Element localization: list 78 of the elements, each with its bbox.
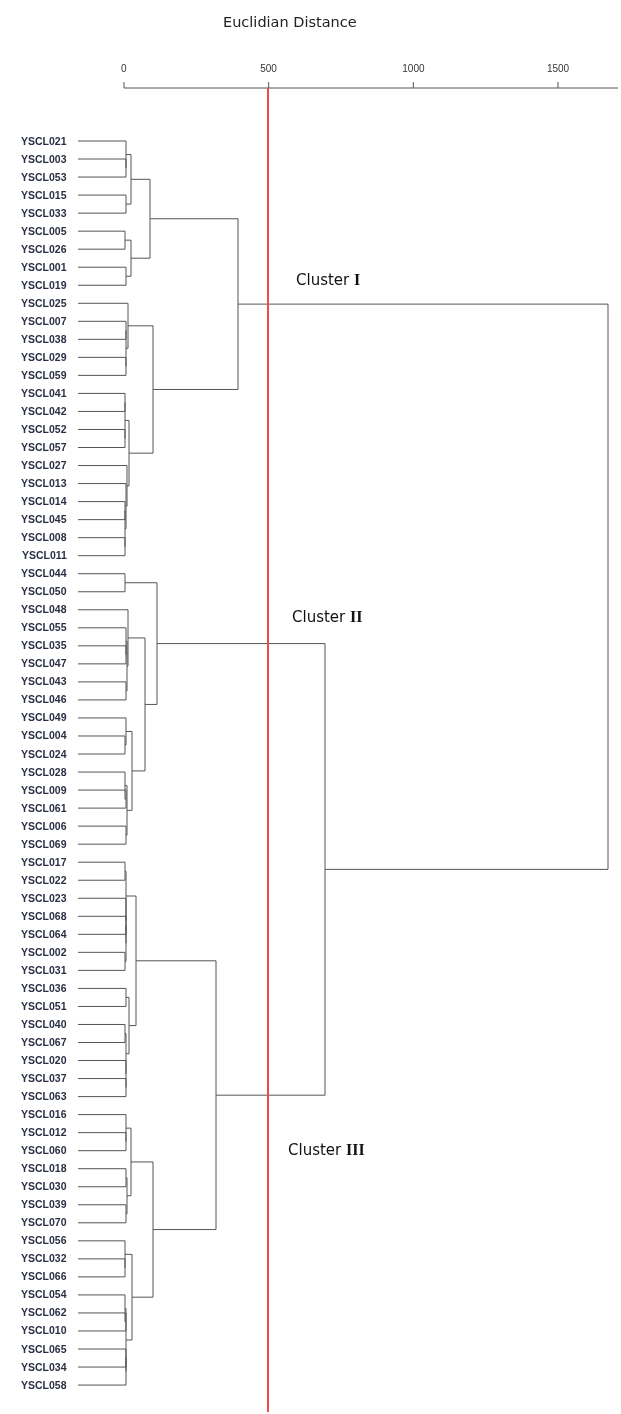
leaf-label: YSCL055 <box>21 622 67 633</box>
axis-title: Euclidian Distance <box>223 15 357 30</box>
leaf-label: YSCL064 <box>21 928 67 940</box>
leaf-label: YSCL063 <box>21 1091 67 1102</box>
cluster-label: Cluster II <box>292 609 363 625</box>
leaf-label: YSCL054 <box>21 1289 67 1300</box>
leaf-label: YSCL046 <box>21 694 67 705</box>
leaf-label: YSCL026 <box>21 243 67 255</box>
leaf-label: YSCL041 <box>21 387 67 399</box>
leaf-label: YSCL009 <box>21 784 67 796</box>
leaf-label: YSCL060 <box>21 1145 67 1156</box>
leaf-label: YSCL021 <box>21 135 67 146</box>
leaf-label: YSCL050 <box>21 586 67 597</box>
leaf-label: YSCL035 <box>21 640 67 651</box>
leaf-label: YSCL047 <box>21 658 67 669</box>
leaf-label: YSCL028 <box>21 766 67 778</box>
leaf-label: YSCL056 <box>21 1235 67 1246</box>
leaf-label: YSCL048 <box>21 604 67 615</box>
leaf-label: YSCL070 <box>21 1217 67 1228</box>
leaf-label: YSCL069 <box>21 838 67 850</box>
leaf-label: YSCL061 <box>21 802 67 814</box>
leaf-label: YSCL015 <box>21 189 67 201</box>
tick-label: 500 <box>260 64 277 74</box>
leaf-label: YSCL017 <box>21 856 67 868</box>
leaf-label: YSCL049 <box>21 712 67 723</box>
cluster-label: Cluster I <box>296 272 361 288</box>
leaf-label: YSCL002 <box>21 946 67 958</box>
leaf-label: YSCL023 <box>21 892 67 904</box>
leaf-label: YSCL034 <box>21 1361 67 1373</box>
leaf-label: YSCL057 <box>21 442 67 453</box>
leaf-label: YSCL066 <box>21 1271 67 1282</box>
leaf-label: YSCL029 <box>21 351 67 363</box>
leaf-label: YSCL065 <box>21 1343 67 1354</box>
leaf-label: YSCL024 <box>21 748 67 759</box>
leaf-label: YSCL045 <box>21 514 67 525</box>
leaf-label: YSCL018 <box>21 1163 67 1174</box>
leaf-label: YSCL059 <box>21 369 67 381</box>
leaf-label: YSCL032 <box>21 1253 67 1264</box>
tick-label: 1000 <box>402 64 425 74</box>
leaf-label: YSCL011 <box>22 550 67 561</box>
leaf-label: YSCL031 <box>21 964 67 976</box>
leaf-label: YSCL022 <box>21 874 67 886</box>
leaf-label: YSCL068 <box>21 910 67 922</box>
leaf-label: YSCL019 <box>21 279 67 291</box>
leaf-label: YSCL042 <box>21 405 67 417</box>
tick-label: 0 <box>121 64 127 74</box>
leaf-label: YSCL006 <box>21 820 67 832</box>
leaf-label: YSCL025 <box>21 297 67 309</box>
leaf-label: YSCL040 <box>21 1018 67 1030</box>
leaf-label: YSCL001 <box>21 261 67 273</box>
leaf-label: YSCL014 <box>21 496 67 507</box>
leaf-label: YSCL007 <box>21 315 67 327</box>
leaf-label: YSCL036 <box>21 982 67 994</box>
leaf-label: YSCL062 <box>21 1307 67 1318</box>
leaf-label: YSCL005 <box>21 225 67 237</box>
leaf-label: YSCL030 <box>21 1181 67 1192</box>
leaf-label: YSCL038 <box>21 333 67 345</box>
leaf-label: YSCL051 <box>21 1000 67 1012</box>
leaf-label: YSCL020 <box>21 1055 67 1066</box>
leaf-label: YSCL067 <box>21 1037 67 1048</box>
leaf-label: YSCL013 <box>21 478 67 489</box>
leaf-label: YSCL044 <box>21 568 67 579</box>
leaf-label: YSCL037 <box>21 1073 67 1084</box>
leaf-label: YSCL033 <box>21 207 67 219</box>
leaf-label: YSCL010 <box>21 1325 67 1336</box>
leaf-label: YSCL052 <box>21 423 67 435</box>
tick-label: 1500 <box>546 64 570 74</box>
leaf-label: YSCL043 <box>21 676 67 687</box>
leaf-label: YSCL016 <box>21 1109 67 1120</box>
leaf-label: YSCL003 <box>21 153 67 164</box>
leaf-label: YSCL008 <box>21 532 67 543</box>
leaf-label: YSCL027 <box>21 460 67 471</box>
cluster-label: Cluster III <box>288 1142 365 1158</box>
leaf-label: YSCL053 <box>21 171 67 183</box>
leaf-label: YSCL004 <box>21 730 67 741</box>
leaf-label: YSCL012 <box>21 1127 67 1138</box>
leaf-label: YSCL039 <box>21 1199 67 1210</box>
leaf-label: YSCL058 <box>21 1379 67 1391</box>
